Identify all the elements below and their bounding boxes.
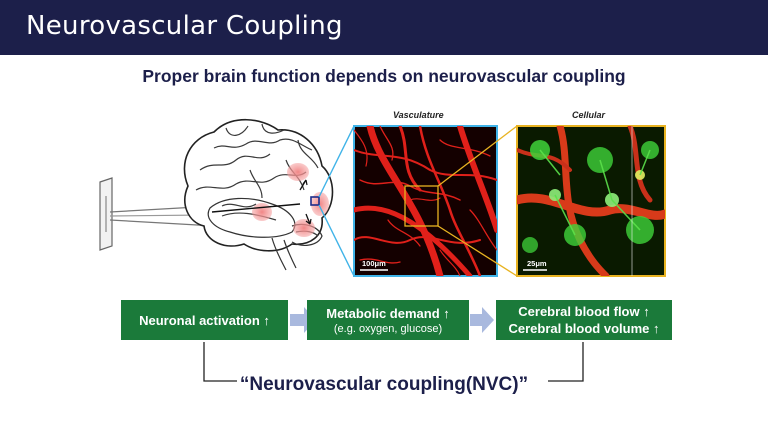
zoom-lines-yellow: [437, 125, 518, 277]
cerebral-blood-volume-text: Cerebral blood volume ↑: [508, 321, 660, 336]
vasculature-label: Vasculature: [393, 110, 444, 120]
nvc-label: “Neurovascular coupling(NVC)”: [239, 374, 529, 395]
brain-illustration: [99, 119, 334, 271]
slide-subtitle: Proper brain function depends on neurova…: [142, 66, 626, 86]
cellular-label: Cellular: [572, 110, 606, 120]
metabolic-demand-subtext: (e.g. oxygen, glucose): [333, 322, 443, 335]
slide-title: Neurovascular Coupling: [26, 11, 343, 41]
neuronal-activation-box: Neuronal activation ↑: [121, 300, 288, 340]
vasculature-image: [353, 125, 498, 277]
header-bar: Neurovascular Coupling: [0, 0, 768, 55]
blood-flow-box: Cerebral blood flow ↑ Cerebral blood vol…: [496, 300, 672, 340]
metabolic-demand-text: Metabolic demand ↑: [326, 305, 450, 321]
zoom-lines-blue: [318, 125, 355, 277]
vasculature-scale-label: 100μm: [362, 259, 386, 268]
metabolic-demand-box: Metabolic demand ↑ (e.g. oxygen, glucose…: [307, 300, 469, 340]
cellular-scale-label: 25μm: [527, 259, 547, 268]
neuronal-activation-text: Neuronal activation ↑: [139, 312, 270, 328]
cerebral-blood-flow-text: Cerebral blood flow ↑: [518, 304, 650, 319]
cellular-image: [516, 125, 666, 277]
nvc-bracket: [203, 342, 584, 382]
